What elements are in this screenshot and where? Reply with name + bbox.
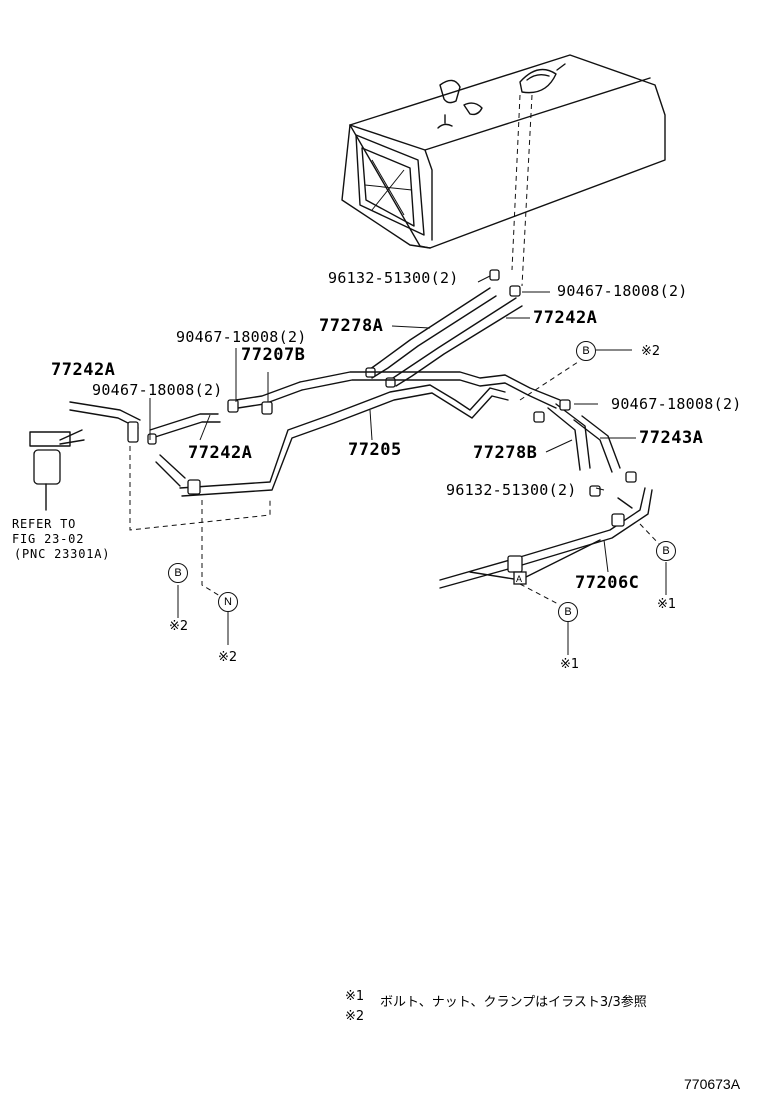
label-77205: 77205 [348,440,402,460]
fuel-filter [29,429,85,511]
clip-top-a [489,269,500,281]
label-77206C: 77206C [575,573,640,593]
ref-circle-b-right: B [656,541,676,561]
leader-tank-a [511,94,521,271]
label-77207B: 77207B [241,345,306,365]
ref-circle-n-left: N [218,592,238,612]
ref-note-b-left: ※2 [169,619,189,634]
label-77242A-left: 77242A [51,360,116,380]
ref-note-n-left: ※2 [218,650,238,665]
refer-line-3: (PNC 23301A) [14,547,111,561]
clip-top-b [509,285,521,297]
footnote-mark-1: ※1 [345,989,365,1004]
footnote-text-1: ボルト、ナット、クランプはイラスト3/3参照 [380,995,647,1010]
leader-tank-b [521,94,533,287]
refer-line-1: REFER TO [12,517,77,531]
label-77243A: 77243A [639,428,704,448]
refer-line-2: FIG 23-02 [12,532,85,546]
label-90467-mid: 90467-18008(2) [176,328,307,346]
ref-note-b-right: ※1 [657,597,677,612]
footnote-mark-2: ※2 [345,1009,365,1024]
label-96132-right: 96132-51300(2) [446,481,577,499]
ref-note-b-top: ※2 [641,344,661,359]
ref-circle-b-bottom: B [558,602,578,622]
figure-id: 770673A [684,1076,741,1092]
label-96132-top: 96132-51300(2) [328,269,459,287]
ref-note-b-bottom: ※1 [560,657,580,672]
label-90467-left: 90467-18008(2) [92,381,223,399]
label-90467-top: 90467-18008(2) [557,282,688,300]
label-77278B: 77278B [473,443,538,463]
label-77242A-top: 77242A [533,308,598,328]
ref-circle-b-top: B [576,341,596,361]
label-77242A-mid: 77242A [188,443,253,463]
label-77278A: 77278A [319,316,384,336]
svg-text:A: A [516,574,522,584]
label-90467-right: 90467-18008(2) [611,395,742,413]
ref-circle-b-left: B [168,563,188,583]
fuel-tank [341,54,666,249]
